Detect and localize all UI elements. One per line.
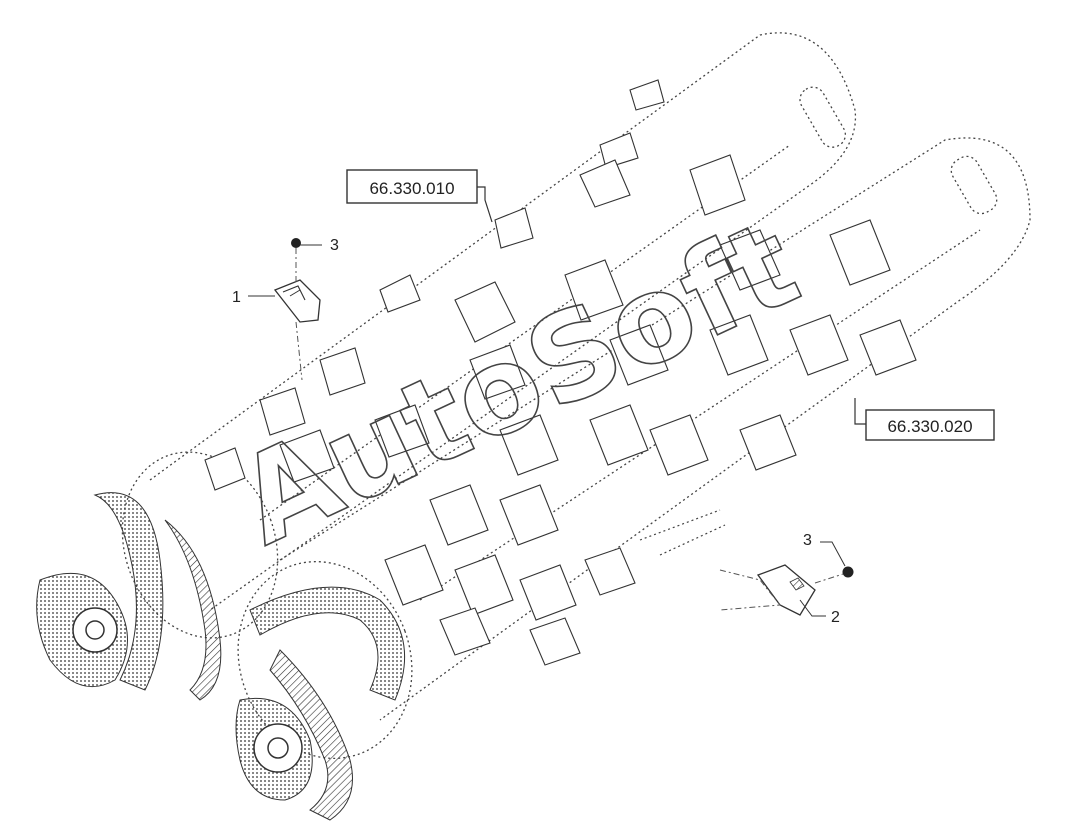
callout-top-bolt: 3 (300, 237, 339, 254)
part-1-rasp-bar (273, 279, 321, 381)
part-2-rasp-bar (719, 564, 816, 616)
reference-box-upper[interactable]: 66.330.010 (346, 169, 493, 223)
callout-label-right-bolt: 3 (803, 532, 812, 549)
lower-auger-flight (235, 586, 406, 821)
lower-rasp-bars (384, 219, 917, 666)
upper-rotor (121, 32, 857, 639)
callout-right-part: 2 (799, 599, 840, 626)
reference-box-lower[interactable]: 66.330.020 (854, 398, 995, 441)
upper-rasp-bars (204, 79, 746, 491)
callout-left-part: 1 (232, 289, 275, 306)
callout-label-top-bolt: 3 (330, 237, 339, 254)
callout-right-bolt: 3 (803, 532, 846, 567)
reference-label-upper: 66.330.010 (369, 179, 454, 198)
lower-rotor (237, 137, 1031, 760)
callout-label-right-part: 2 (831, 609, 840, 626)
bolt-top (291, 238, 301, 282)
bolt-right (814, 566, 854, 584)
rotor-shaft (639, 509, 726, 556)
reference-label-lower: 66.330.020 (887, 417, 972, 436)
callout-label-left-part: 1 (232, 289, 241, 306)
upper-auger-flight (36, 492, 222, 701)
